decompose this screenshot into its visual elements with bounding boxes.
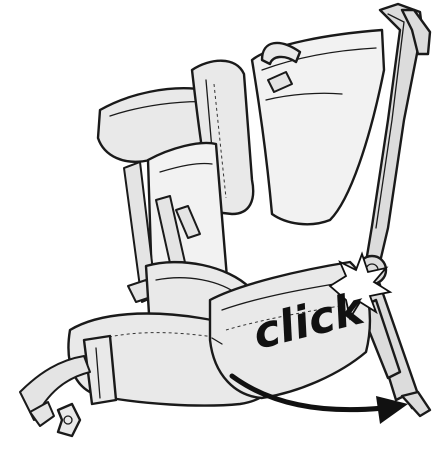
child-seat: [252, 30, 384, 224]
waist-strap: [20, 356, 90, 436]
